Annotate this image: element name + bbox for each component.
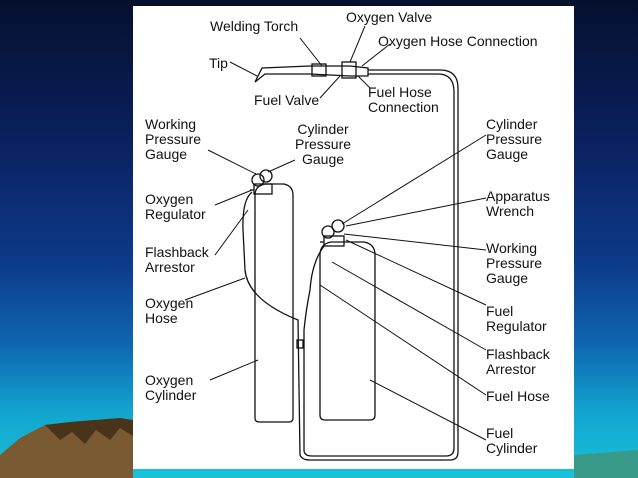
label-line: Gauge	[486, 270, 529, 286]
oxygen-cylinder-body	[254, 183, 294, 423]
mountain-left-shade	[45, 418, 133, 444]
label-line: Fuel	[486, 303, 514, 319]
label-line: Arrestor	[145, 259, 195, 275]
label-apparatus-wrench: Apparatus Wrench	[486, 189, 550, 219]
label-line: Cylinder	[297, 121, 349, 137]
label-line: Arrestor	[486, 361, 536, 377]
oxygen-regulator-body	[253, 183, 273, 195]
label-line: Fuel	[486, 425, 514, 441]
label-fuel-hose: Fuel Hose	[486, 388, 550, 404]
label-line: Gauge	[486, 146, 529, 162]
mountain-left	[0, 418, 133, 478]
label-tip: Tip	[209, 55, 228, 71]
label-fuel-cylinder: Fuel Cylinder	[486, 426, 537, 456]
fuel-hose	[303, 73, 455, 457]
label-line: Oxygen	[145, 372, 194, 388]
label-welding-torch: Welding Torch	[210, 18, 299, 34]
label-line: Gauge	[301, 151, 345, 167]
label-fuel-hose-connection: Fuel Hose Connection	[368, 85, 439, 115]
fuel-regulator-body	[323, 235, 345, 247]
label-oxygen-hose-connection: Oxygen Hose Connection	[378, 33, 538, 49]
label-working-pressure-gauge-right: Working Pressure Gauge	[486, 241, 542, 286]
label-line: Pressure	[486, 131, 543, 147]
label-line: Regulator	[486, 318, 547, 334]
label-fuel-regulator: Fuel Regulator	[486, 304, 547, 334]
fuel-regulator-gauge-2	[331, 219, 345, 233]
label-line: Working	[486, 240, 538, 256]
label-line: Cylinder	[145, 387, 197, 403]
label-line: Working	[145, 116, 197, 132]
label-line: Oxygen	[145, 295, 194, 311]
label-line: Cylinder	[486, 116, 538, 132]
label-line: Wrench	[486, 203, 534, 219]
label-line: Apparatus	[486, 188, 550, 204]
label-fuel-valve: Fuel Valve	[254, 92, 320, 108]
label-line: Regulator	[145, 206, 206, 222]
label-line: Gauge	[145, 146, 188, 162]
diagram-panel	[133, 6, 574, 469]
label-flashback-arrestor-right: Flashback Arrestor	[486, 347, 550, 377]
label-line: Pressure	[145, 131, 202, 147]
label-line: Cylinder	[486, 440, 538, 456]
label-line: Connection	[368, 99, 439, 115]
oxygen-regulator-gauge-2	[259, 169, 273, 183]
label-line: Pressure	[486, 255, 543, 271]
label-line: Oxygen	[145, 191, 194, 207]
label-oxygen-regulator: Oxygen Regulator	[145, 192, 206, 222]
label-cylinder-pressure-gauge-right: Cylinder Pressure Gauge	[486, 117, 542, 162]
label-line: Pressure	[295, 136, 352, 152]
label-line: Fuel Hose	[368, 84, 432, 100]
label-oxygen-valve: Oxygen Valve	[346, 9, 433, 25]
label-oxygen-cylinder: Oxygen Cylinder	[145, 373, 196, 403]
label-line: Flashback	[145, 244, 209, 260]
label-working-pressure-gauge-left: Working Pressure Gauge	[145, 117, 201, 162]
welding-torch	[254, 65, 369, 83]
fuel-regulator-gauge-1	[321, 225, 335, 239]
label-cylinder-pressure-gauge-left: Cylinder Pressure Gauge	[295, 122, 351, 167]
ground-right	[574, 450, 638, 478]
label-oxygen-hose: Oxygen Hose	[145, 296, 193, 326]
fuel-cylinder-body	[319, 241, 376, 421]
label-line: Hose	[145, 310, 178, 326]
oxygen-regulator-gauge-1	[251, 173, 265, 187]
label-line: Flashback	[486, 346, 550, 362]
oxygen-hose	[242, 69, 459, 461]
label-flashback-arrestor-left: Flashback Arrestor	[145, 245, 209, 275]
